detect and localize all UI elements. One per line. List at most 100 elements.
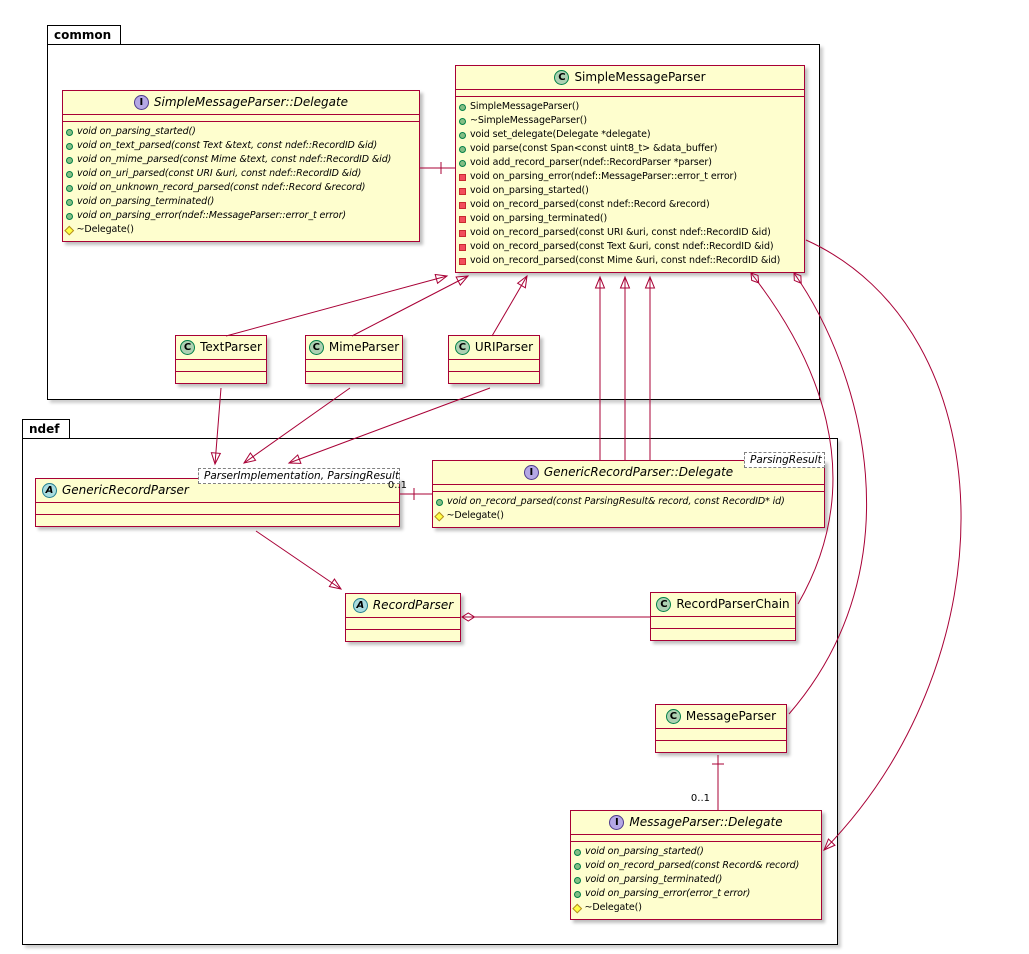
method-row: void on_unknown_record_parsed(const ndef… xyxy=(66,181,415,195)
private-visibility-icon xyxy=(459,229,466,237)
fields-compartment xyxy=(571,834,821,841)
class-name: RecordParser xyxy=(372,598,454,612)
method-row: void on_record_parsed(const Mime &uri, c… xyxy=(459,254,800,268)
class-header: C MimeParser xyxy=(306,336,402,359)
method-label: void on_uri_parsed(const URI &uri, const… xyxy=(77,168,362,179)
private-visibility-icon xyxy=(459,257,466,265)
method-label: void on_unknown_record_parsed(const ndef… xyxy=(77,182,366,193)
method-label: ~Delegate() xyxy=(76,224,134,235)
public-visibility-icon xyxy=(574,890,581,898)
methods-compartment: SimpleMessageParser()~SimpleMessageParse… xyxy=(456,96,804,272)
protected-visibility-icon xyxy=(572,903,582,913)
method-row: void on_parsing_error(ndef::MessageParse… xyxy=(66,209,415,223)
class-spot-icon: C xyxy=(554,70,570,85)
interface-genericrecordparser-delegate: I GenericRecordParser::Delegate void on_… xyxy=(432,460,825,528)
public-visibility-icon xyxy=(66,198,73,206)
method-row: void on_parsing_started() xyxy=(459,184,800,198)
method-label: void on_record_parsed(const ndef::Record… xyxy=(470,199,710,210)
method-row: void parse(const Span<const uint8_t> &da… xyxy=(459,142,800,156)
template-parameters-box: ParserImplementation, ParsingResult xyxy=(198,468,400,484)
public-visibility-icon xyxy=(459,117,466,125)
method-label: void on_record_parsed(const ParsingResul… xyxy=(447,496,785,507)
method-row: void on_parsing_terminated() xyxy=(66,195,415,209)
methods-compartment: void on_record_parsed(const ParsingResul… xyxy=(433,491,824,527)
class-spot-icon: C xyxy=(180,340,196,355)
public-visibility-icon xyxy=(66,184,73,192)
methods-compartment xyxy=(651,628,795,640)
method-row: void on_parsing_error(error_t error) xyxy=(574,887,817,901)
public-visibility-icon xyxy=(574,862,581,870)
class-spot-icon: C xyxy=(656,597,672,612)
method-row: void add_record_parser(ndef::RecordParse… xyxy=(459,156,800,170)
class-header: I SimpleMessageParser::Delegate xyxy=(63,91,419,114)
fields-compartment xyxy=(176,359,266,371)
class-spot-icon: C xyxy=(308,340,324,355)
fields-compartment xyxy=(449,359,539,371)
class-name: MessageParser xyxy=(685,709,777,723)
methods-compartment xyxy=(656,740,786,752)
class-uriparser: C URIParser xyxy=(448,335,540,384)
class-name: URIParser xyxy=(474,340,534,354)
class-name: MessageParser::Delegate xyxy=(629,815,783,829)
method-label: void on_record_parsed(const Mime &uri, c… xyxy=(470,255,781,266)
method-row: ~Delegate() xyxy=(64,223,415,237)
method-label: void on_parsing_error(error_t error) xyxy=(585,888,751,899)
method-row: SimpleMessageParser() xyxy=(459,100,800,114)
class-header: C SimpleMessageParser xyxy=(456,66,804,89)
method-label: void on_parsing_started() xyxy=(585,846,704,857)
method-label: void on_parsing_terminated() xyxy=(77,196,215,207)
fields-compartment xyxy=(306,359,402,371)
package-tab-common: common xyxy=(47,25,122,45)
methods-compartment xyxy=(176,371,266,383)
public-visibility-icon xyxy=(459,131,466,139)
method-row: void on_parsing_started() xyxy=(66,125,415,139)
protected-visibility-icon xyxy=(434,511,444,521)
method-row: ~Delegate() xyxy=(434,509,820,523)
class-header: C URIParser xyxy=(449,336,539,359)
fields-compartment xyxy=(656,728,786,740)
protected-visibility-icon xyxy=(64,225,74,235)
private-visibility-icon xyxy=(459,187,466,195)
class-simplemessageparser: C SimpleMessageParser SimpleMessageParse… xyxy=(455,65,805,273)
class-name: RecordParserChain xyxy=(676,597,790,611)
interface-spot-icon: I xyxy=(133,95,149,110)
methods-compartment: void on_parsing_started()void on_record_… xyxy=(571,841,821,919)
method-label: void on_record_parsed(const URI &uri, co… xyxy=(470,227,771,238)
private-visibility-icon xyxy=(459,201,466,209)
method-label: ~Delegate() xyxy=(584,902,642,913)
method-row: void on_parsing_error(ndef::MessageParse… xyxy=(459,170,800,184)
method-label: void on_record_parsed(const Text &uri, c… xyxy=(470,241,774,252)
method-label: void on_parsing_started() xyxy=(470,185,589,196)
method-label: void set_delegate(Delegate *delegate) xyxy=(470,129,651,140)
class-header: A GenericRecordParser xyxy=(36,479,399,502)
class-spot-icon: C xyxy=(454,340,470,355)
class-header: I GenericRecordParser::Delegate xyxy=(433,461,824,484)
private-visibility-icon xyxy=(459,243,466,251)
method-label: void add_record_parser(ndef::RecordParse… xyxy=(470,157,712,168)
method-row: void on_uri_parsed(const URI &uri, const… xyxy=(66,167,415,181)
class-name: SimpleMessageParser::Delegate xyxy=(153,95,349,109)
class-name: TextParser xyxy=(200,340,262,354)
class-header: C MessageParser xyxy=(656,705,786,728)
public-visibility-icon xyxy=(574,848,581,856)
method-label: void parse(const Span<const uint8_t> &da… xyxy=(470,143,718,154)
method-label: void on_parsing_started() xyxy=(77,126,196,137)
methods-compartment xyxy=(449,371,539,383)
method-label: void on_mime_parsed(const Mime &text, co… xyxy=(77,154,392,165)
method-row: void on_record_parsed(const Record& reco… xyxy=(574,859,817,873)
interface-simplemessageparser-delegate: I SimpleMessageParser::Delegate void on_… xyxy=(62,90,420,242)
method-label: void on_text_parsed(const Text &text, co… xyxy=(77,140,378,151)
interface-spot-icon: I xyxy=(609,815,625,830)
methods-compartment: void on_parsing_started()void on_text_pa… xyxy=(63,121,419,241)
public-visibility-icon xyxy=(66,212,73,220)
method-row: void on_record_parsed(const Text &uri, c… xyxy=(459,240,800,254)
methods-compartment xyxy=(36,514,399,526)
public-visibility-icon xyxy=(459,159,466,167)
package-tab-ndef: ndef xyxy=(22,419,70,439)
class-spot-icon: C xyxy=(665,709,681,724)
class-header: A RecordParser xyxy=(346,594,460,617)
private-visibility-icon xyxy=(459,215,466,223)
class-textparser: C TextParser xyxy=(175,335,267,384)
class-messageparser: C MessageParser xyxy=(655,704,787,753)
fields-compartment xyxy=(346,617,460,629)
